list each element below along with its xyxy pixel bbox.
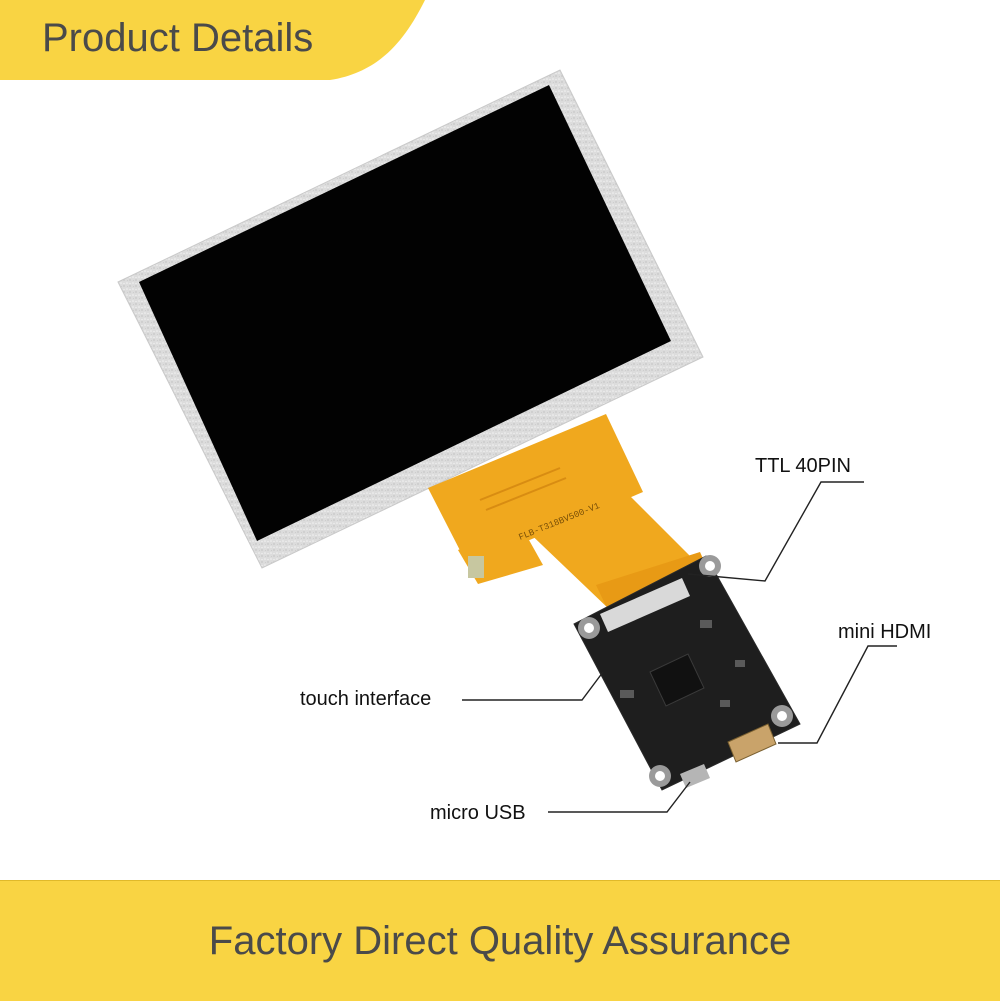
callout-micro-usb: micro USB xyxy=(430,802,526,824)
callout-mini-hdmi: mini HDMI xyxy=(838,621,932,643)
lcd-panel xyxy=(117,69,704,569)
header-banner xyxy=(0,0,425,80)
callout-touch-interface: touch interface xyxy=(300,688,432,710)
callout-ttl-40pin: TTL 40PIN xyxy=(755,455,851,477)
callout-lines xyxy=(462,481,897,813)
controller-board xyxy=(573,555,801,791)
footer-tagline: Factory Direct Quality Assurance xyxy=(208,919,792,963)
header-title: Product Details xyxy=(42,16,314,60)
footer-banner: Factory Direct Quality Assurance xyxy=(0,880,1000,1001)
